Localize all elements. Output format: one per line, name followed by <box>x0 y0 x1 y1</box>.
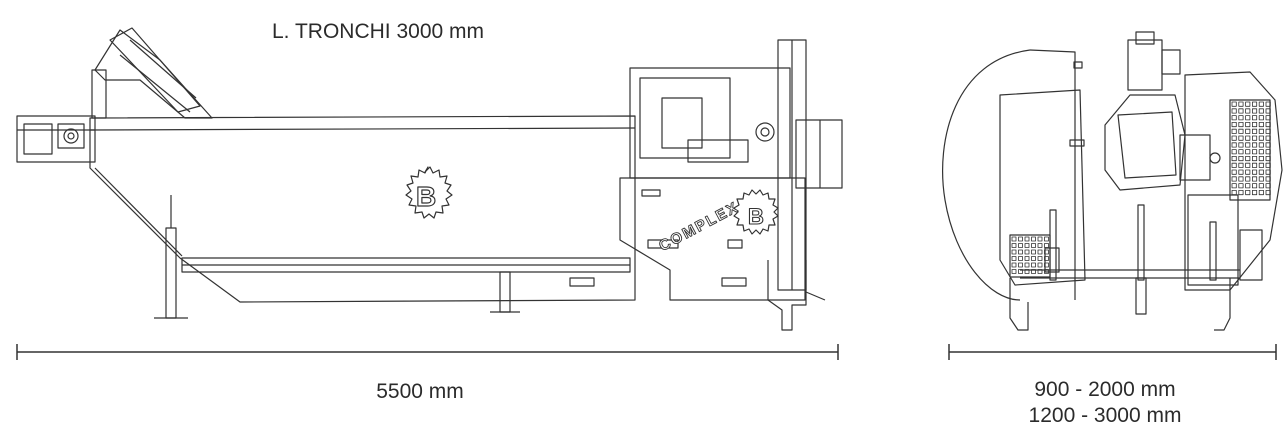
b-logo-head <box>733 189 779 235</box>
hopper-body <box>89 115 636 303</box>
complex-logo-text: COMPLEX <box>656 199 742 255</box>
width-dimension-line <box>948 344 1277 360</box>
lifting-arm <box>91 27 213 119</box>
width-dimension-label-2: 1200 - 3000 mm <box>1028 404 1182 427</box>
front-mesh-right <box>1231 101 1271 196</box>
side-view-machine: B B COMPLEX <box>16 27 843 331</box>
splitter-head <box>619 39 843 331</box>
logo-letter-body: B <box>416 181 436 212</box>
drawing-title: L. TRONCHI 3000 mm <box>272 20 484 43</box>
front-mesh-left <box>1011 236 1049 274</box>
support-legs <box>154 195 595 319</box>
logo-letter-head: B <box>748 204 764 229</box>
width-dimension-label-1: 900 - 2000 mm <box>1034 378 1176 401</box>
length-dimension-label: 5500 mm <box>376 380 464 403</box>
front-view-machine <box>942 31 1283 331</box>
b-logo-body <box>405 166 453 219</box>
infeed-conveyor <box>16 115 96 163</box>
length-dimension-line <box>16 344 839 360</box>
